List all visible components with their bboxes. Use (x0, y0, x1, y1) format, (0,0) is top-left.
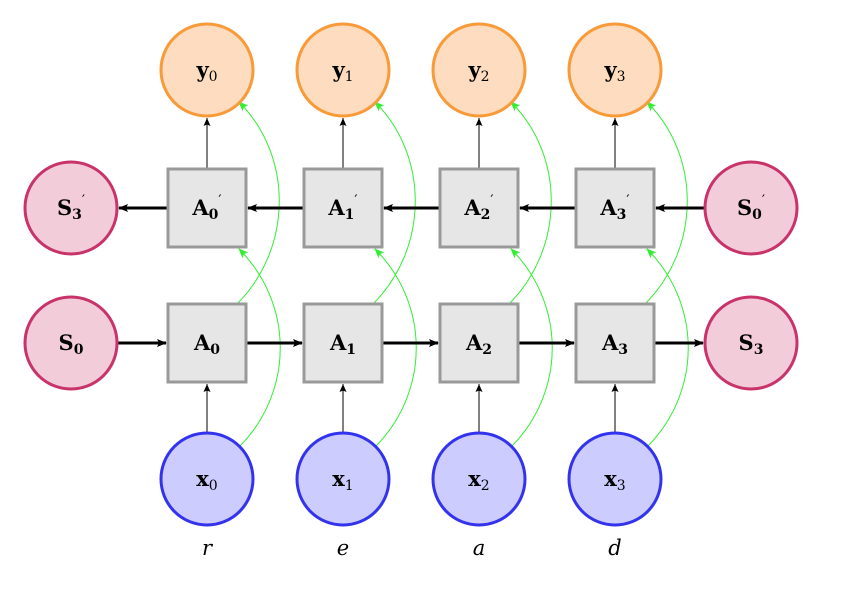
backward-cell-label: A3′ (599, 193, 629, 223)
input-word: a (473, 536, 486, 560)
forward-start-state (23, 295, 119, 391)
backward-start-state-label-base: S (737, 195, 752, 220)
backward-start-state-label-prime: ′ (762, 193, 765, 209)
input-word: e (337, 536, 349, 560)
backward-cell-label: A2′ (463, 193, 493, 223)
input-to-backward-cell-arrow (238, 248, 281, 448)
forward-end-state-label-subscript: 3 (754, 342, 764, 358)
input-node-label-subscript: 0 (209, 478, 218, 494)
backward-cell-label-prime: ′ (490, 193, 493, 209)
forward-cell-label: A3 (601, 330, 628, 358)
input-node-label: x0 (196, 466, 217, 494)
forward-cell-label: A1 (329, 330, 356, 358)
forward-cell-label-subscript: 1 (346, 342, 356, 358)
forward-cell-to-output-arrow (372, 101, 416, 305)
backward-cell-label: A0′ (191, 193, 221, 223)
input-word: d (608, 536, 621, 560)
backward-start-state (703, 160, 799, 256)
input-to-backward-cell-arrow (646, 248, 689, 448)
backward-cell (574, 167, 656, 249)
forward-cell (302, 302, 384, 384)
backward-end-state-label: S3′ (57, 193, 85, 223)
forward-end-state-label-base: S (739, 330, 754, 355)
forward-cell (438, 302, 520, 384)
backward-cell-label: A1′ (327, 193, 357, 223)
backward-end-state-label-subscript: 3 (72, 207, 82, 223)
output-node-label: y0 (195, 57, 217, 85)
input-node (159, 431, 255, 527)
forward-cell-label-base: A (465, 330, 483, 355)
input-to-backward-cell-arrow (374, 248, 417, 448)
output-node-label-subscript: 1 (345, 69, 354, 85)
backward-cell-label-base: A (191, 195, 209, 220)
backward-cell (438, 167, 520, 249)
backward-cell-label-prime: ′ (354, 193, 357, 209)
output-node-label: y2 (467, 57, 489, 85)
input-node (431, 431, 527, 527)
forward-cell-label-subscript: 2 (482, 342, 492, 358)
backward-cell-label-subscript: 0 (209, 207, 219, 223)
backward-end-state-label-prime: ′ (82, 193, 85, 209)
forward-start-state-label-subscript: 0 (74, 342, 84, 358)
output-node-label-base: y (603, 57, 617, 82)
forward-cell-to-output-arrow (508, 101, 552, 305)
forward-cell-label-subscript: 0 (210, 342, 220, 358)
backward-cell (166, 167, 248, 249)
output-node-label-base: y (467, 57, 481, 82)
forward-cell-to-output-arrow (644, 101, 688, 305)
output-node-label: y3 (603, 57, 625, 85)
output-node (159, 22, 255, 118)
forward-end-state-label: S3 (739, 330, 764, 358)
output-node-label-subscript: 3 (617, 69, 626, 85)
forward-cell-label-subscript: 3 (618, 342, 628, 358)
input-node-label: x3 (604, 466, 625, 494)
input-to-backward-cell-arrow (510, 248, 553, 448)
backward-cell-label-subscript: 2 (481, 207, 491, 223)
output-node (567, 22, 663, 118)
forward-start-state-label: S0 (59, 330, 84, 358)
forward-cell-label: A0 (193, 330, 220, 358)
input-node (567, 431, 663, 527)
output-node-label: y1 (331, 57, 353, 85)
input-node-label-base: x (332, 466, 345, 491)
input-node-label-subscript: 1 (345, 478, 354, 494)
output-node-label-base: y (195, 57, 209, 82)
input-node-label-base: x (604, 466, 617, 491)
output-node-label-subscript: 0 (209, 69, 218, 85)
output-node (431, 22, 527, 118)
input-word: r (202, 536, 214, 560)
input-node (295, 431, 391, 527)
output-node-label-subscript: 2 (481, 69, 490, 85)
backward-cell-label-base: A (599, 195, 617, 220)
output-node (295, 22, 391, 118)
forward-cell-label-base: A (193, 330, 211, 355)
backward-start-state-label-subscript: 0 (752, 207, 762, 223)
backward-start-state-label: S0′ (737, 193, 765, 223)
backward-cell-label-subscript: 3 (617, 207, 627, 223)
forward-cell-label-base: A (601, 330, 619, 355)
input-node-label: x2 (468, 466, 489, 494)
input-node-label: x1 (332, 466, 353, 494)
forward-start-state-label-base: S (59, 330, 74, 355)
backward-end-state (23, 160, 119, 256)
backward-cell (302, 167, 384, 249)
output-node-label-base: y (331, 57, 345, 82)
input-node-label-subscript: 2 (481, 478, 490, 494)
forward-cell-label-base: A (329, 330, 347, 355)
backward-cell-label-base: A (327, 195, 345, 220)
input-node-label-base: x (196, 466, 209, 491)
backward-cell-label-subscript: 1 (345, 207, 355, 223)
backward-cell-label-prime: ′ (626, 193, 629, 209)
forward-end-state (703, 295, 799, 391)
backward-end-state-label-base: S (57, 195, 72, 220)
forward-cell (166, 302, 248, 384)
backward-cell-label-base: A (463, 195, 481, 220)
forward-cell (574, 302, 656, 384)
input-node-label-base: x (468, 466, 481, 491)
forward-cell-to-output-arrow (236, 101, 280, 305)
input-node-label-subscript: 3 (617, 478, 626, 494)
backward-cell-label-prime: ′ (218, 193, 221, 209)
forward-cell-label: A2 (465, 330, 492, 358)
